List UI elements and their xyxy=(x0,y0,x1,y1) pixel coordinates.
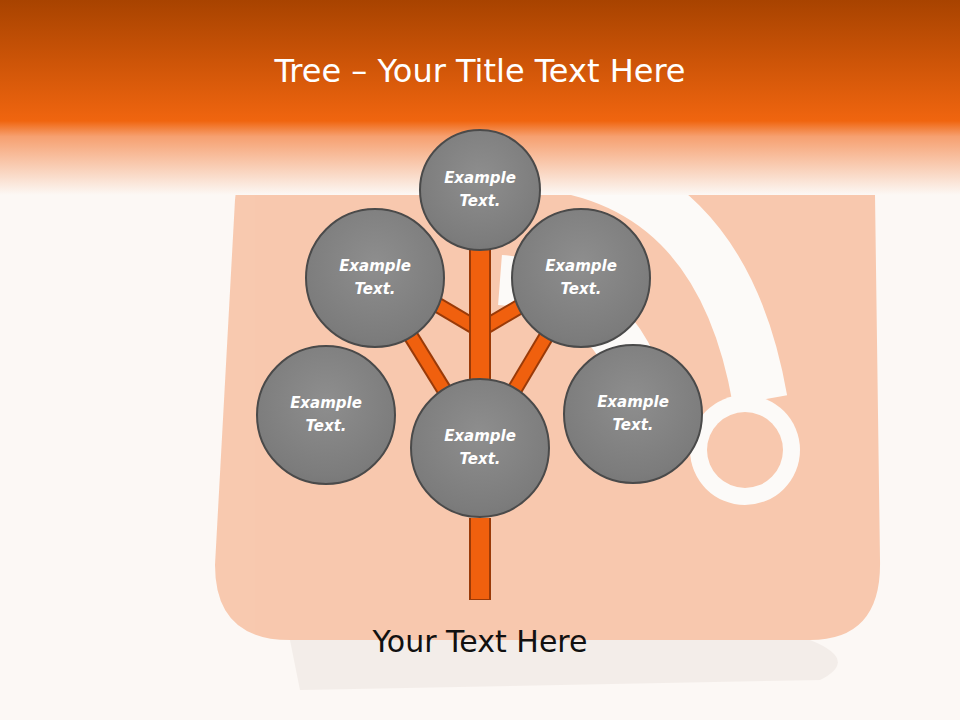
tree-circle: Example Text. xyxy=(563,344,703,484)
tree-branch xyxy=(480,245,481,384)
branch-stroke xyxy=(513,333,549,393)
tree-circle: Example Text. xyxy=(305,208,445,348)
circle-text: Example Text. xyxy=(437,425,523,471)
circle-text: Example Text. xyxy=(283,392,369,438)
circle-text: Example Text. xyxy=(437,167,523,213)
tree-circle: Example Text. xyxy=(410,378,550,518)
branch-stroke xyxy=(409,332,447,393)
tree-circle: Example Text. xyxy=(419,129,541,251)
tree-branch xyxy=(409,332,447,393)
tree-circle: Example Text. xyxy=(511,208,651,348)
circle-text: Example Text. xyxy=(538,255,624,301)
rss-icon xyxy=(215,125,880,690)
branch-stroke xyxy=(409,332,447,393)
slide-title: Tree – Your Title Text Here xyxy=(0,52,960,90)
tree-circle: Example Text. xyxy=(256,345,396,485)
tree-branch xyxy=(513,333,549,393)
circle-text: Example Text. xyxy=(590,391,676,437)
circle-text: Example Text. xyxy=(332,255,418,301)
branch-stroke xyxy=(471,245,489,384)
branch-stroke xyxy=(513,333,549,393)
branch-stroke xyxy=(469,245,491,384)
caption-text: Your Text Here xyxy=(0,624,960,659)
